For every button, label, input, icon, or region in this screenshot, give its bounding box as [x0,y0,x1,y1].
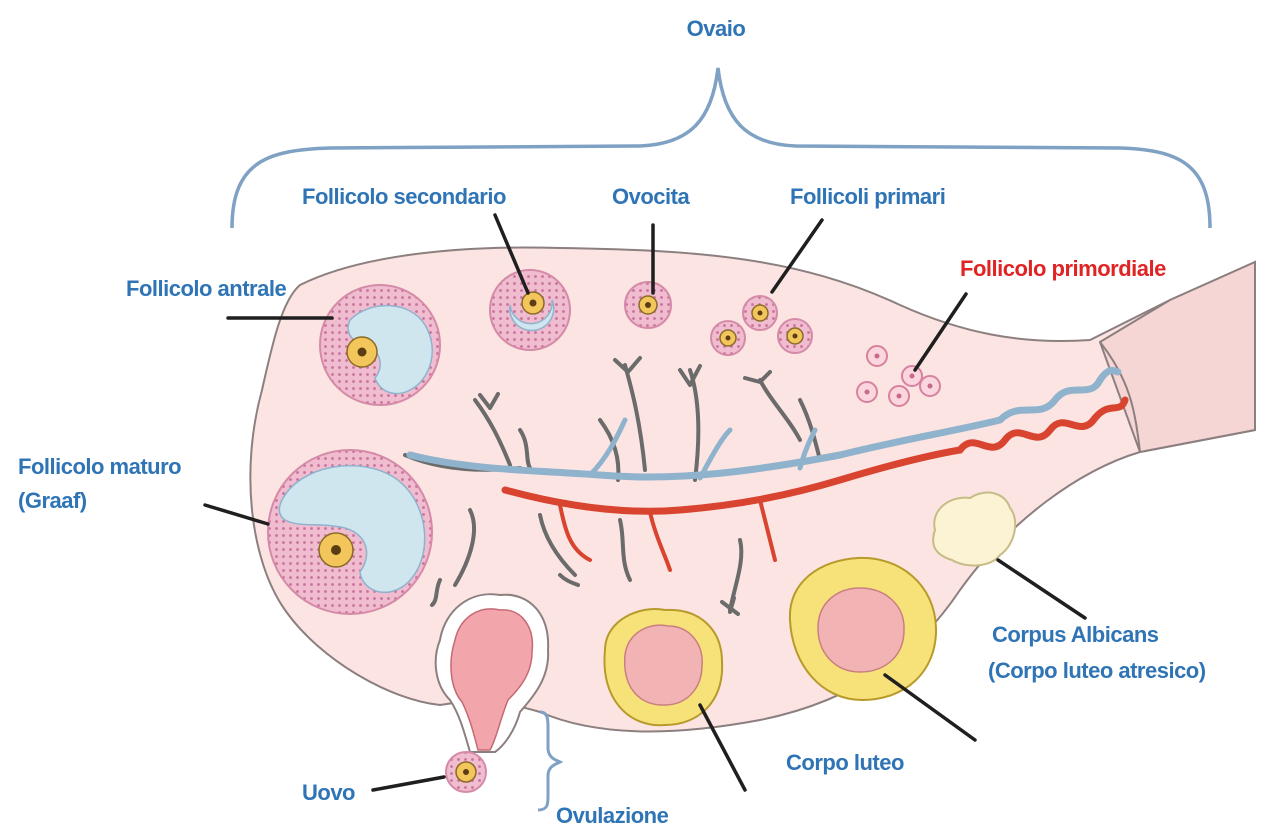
label-ovulazione: Ovulazione [556,803,669,828]
ovulation-bracket [538,712,560,810]
label-corpo-luteo-atresico: (Corpo luteo atresico) [988,658,1206,683]
label-uovo: Uovo [302,780,355,805]
corpus-luteum-developing [604,609,722,725]
label-ovocita: Ovocita [612,184,690,209]
antral-follicle [320,285,440,405]
released-egg [446,752,486,792]
label-corpo-luteo: Corpo luteo [786,750,904,775]
label-graaf: (Graaf) [18,488,87,513]
label-follicoli-primari: Follicoli primari [790,184,945,209]
label-follicolo-secondario: Follicolo secondario [302,184,506,209]
label-follicolo-antrale: Follicolo antrale [126,276,286,301]
secondary-follicle [490,270,570,350]
graafian-follicle [268,450,432,614]
label-ovaio: Ovaio [687,16,746,41]
ruptured-follicle [436,594,548,752]
oocyte-follicle [625,282,671,328]
label-follicolo-primordiale: Follicolo primordiale [960,256,1166,281]
corpus-albicans [933,493,1015,566]
label-follicolo-maturo: Follicolo maturo [18,454,181,479]
label-corpus-albicans: Corpus Albicans [992,622,1159,647]
